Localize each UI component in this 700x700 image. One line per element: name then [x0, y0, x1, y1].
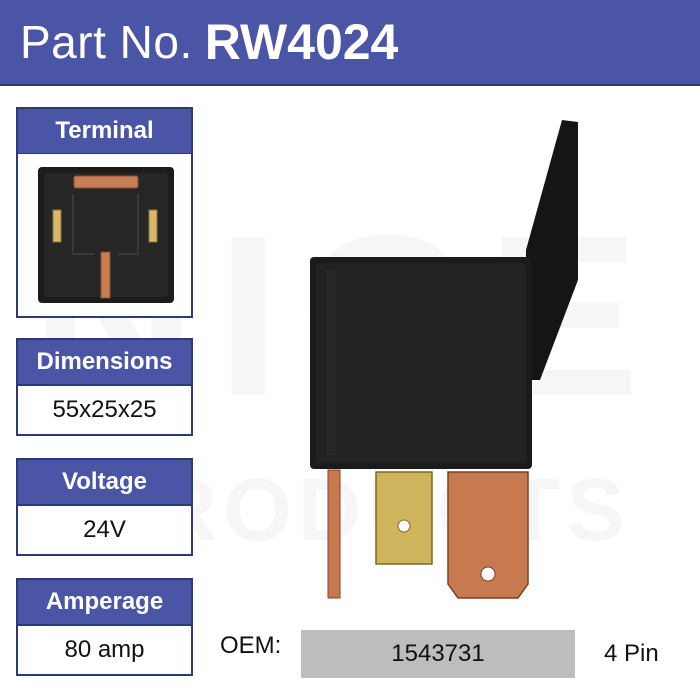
- part-no-label: Part No.: [20, 16, 193, 68]
- terminal-image-box: [16, 154, 193, 318]
- voltage-label: Voltage: [16, 458, 193, 506]
- terminal-label: Terminal: [16, 107, 193, 155]
- amperage-value: 80 amp: [16, 626, 193, 676]
- pin-count: 4 Pin: [604, 640, 659, 667]
- oem-number: 1543731: [301, 630, 575, 678]
- dimensions-value: 55x25x25: [16, 386, 193, 436]
- amperage-label: Amperage: [16, 578, 193, 626]
- dimensions-label: Dimensions: [16, 338, 193, 386]
- relay-product-image: [310, 120, 578, 599]
- part-number: RW4024: [204, 14, 399, 70]
- terminal-layout-image: [38, 167, 174, 303]
- part-number-header: Part No. RW4024: [0, 0, 700, 86]
- voltage-value: 24V: [16, 506, 193, 556]
- oem-label: OEM:: [220, 632, 282, 659]
